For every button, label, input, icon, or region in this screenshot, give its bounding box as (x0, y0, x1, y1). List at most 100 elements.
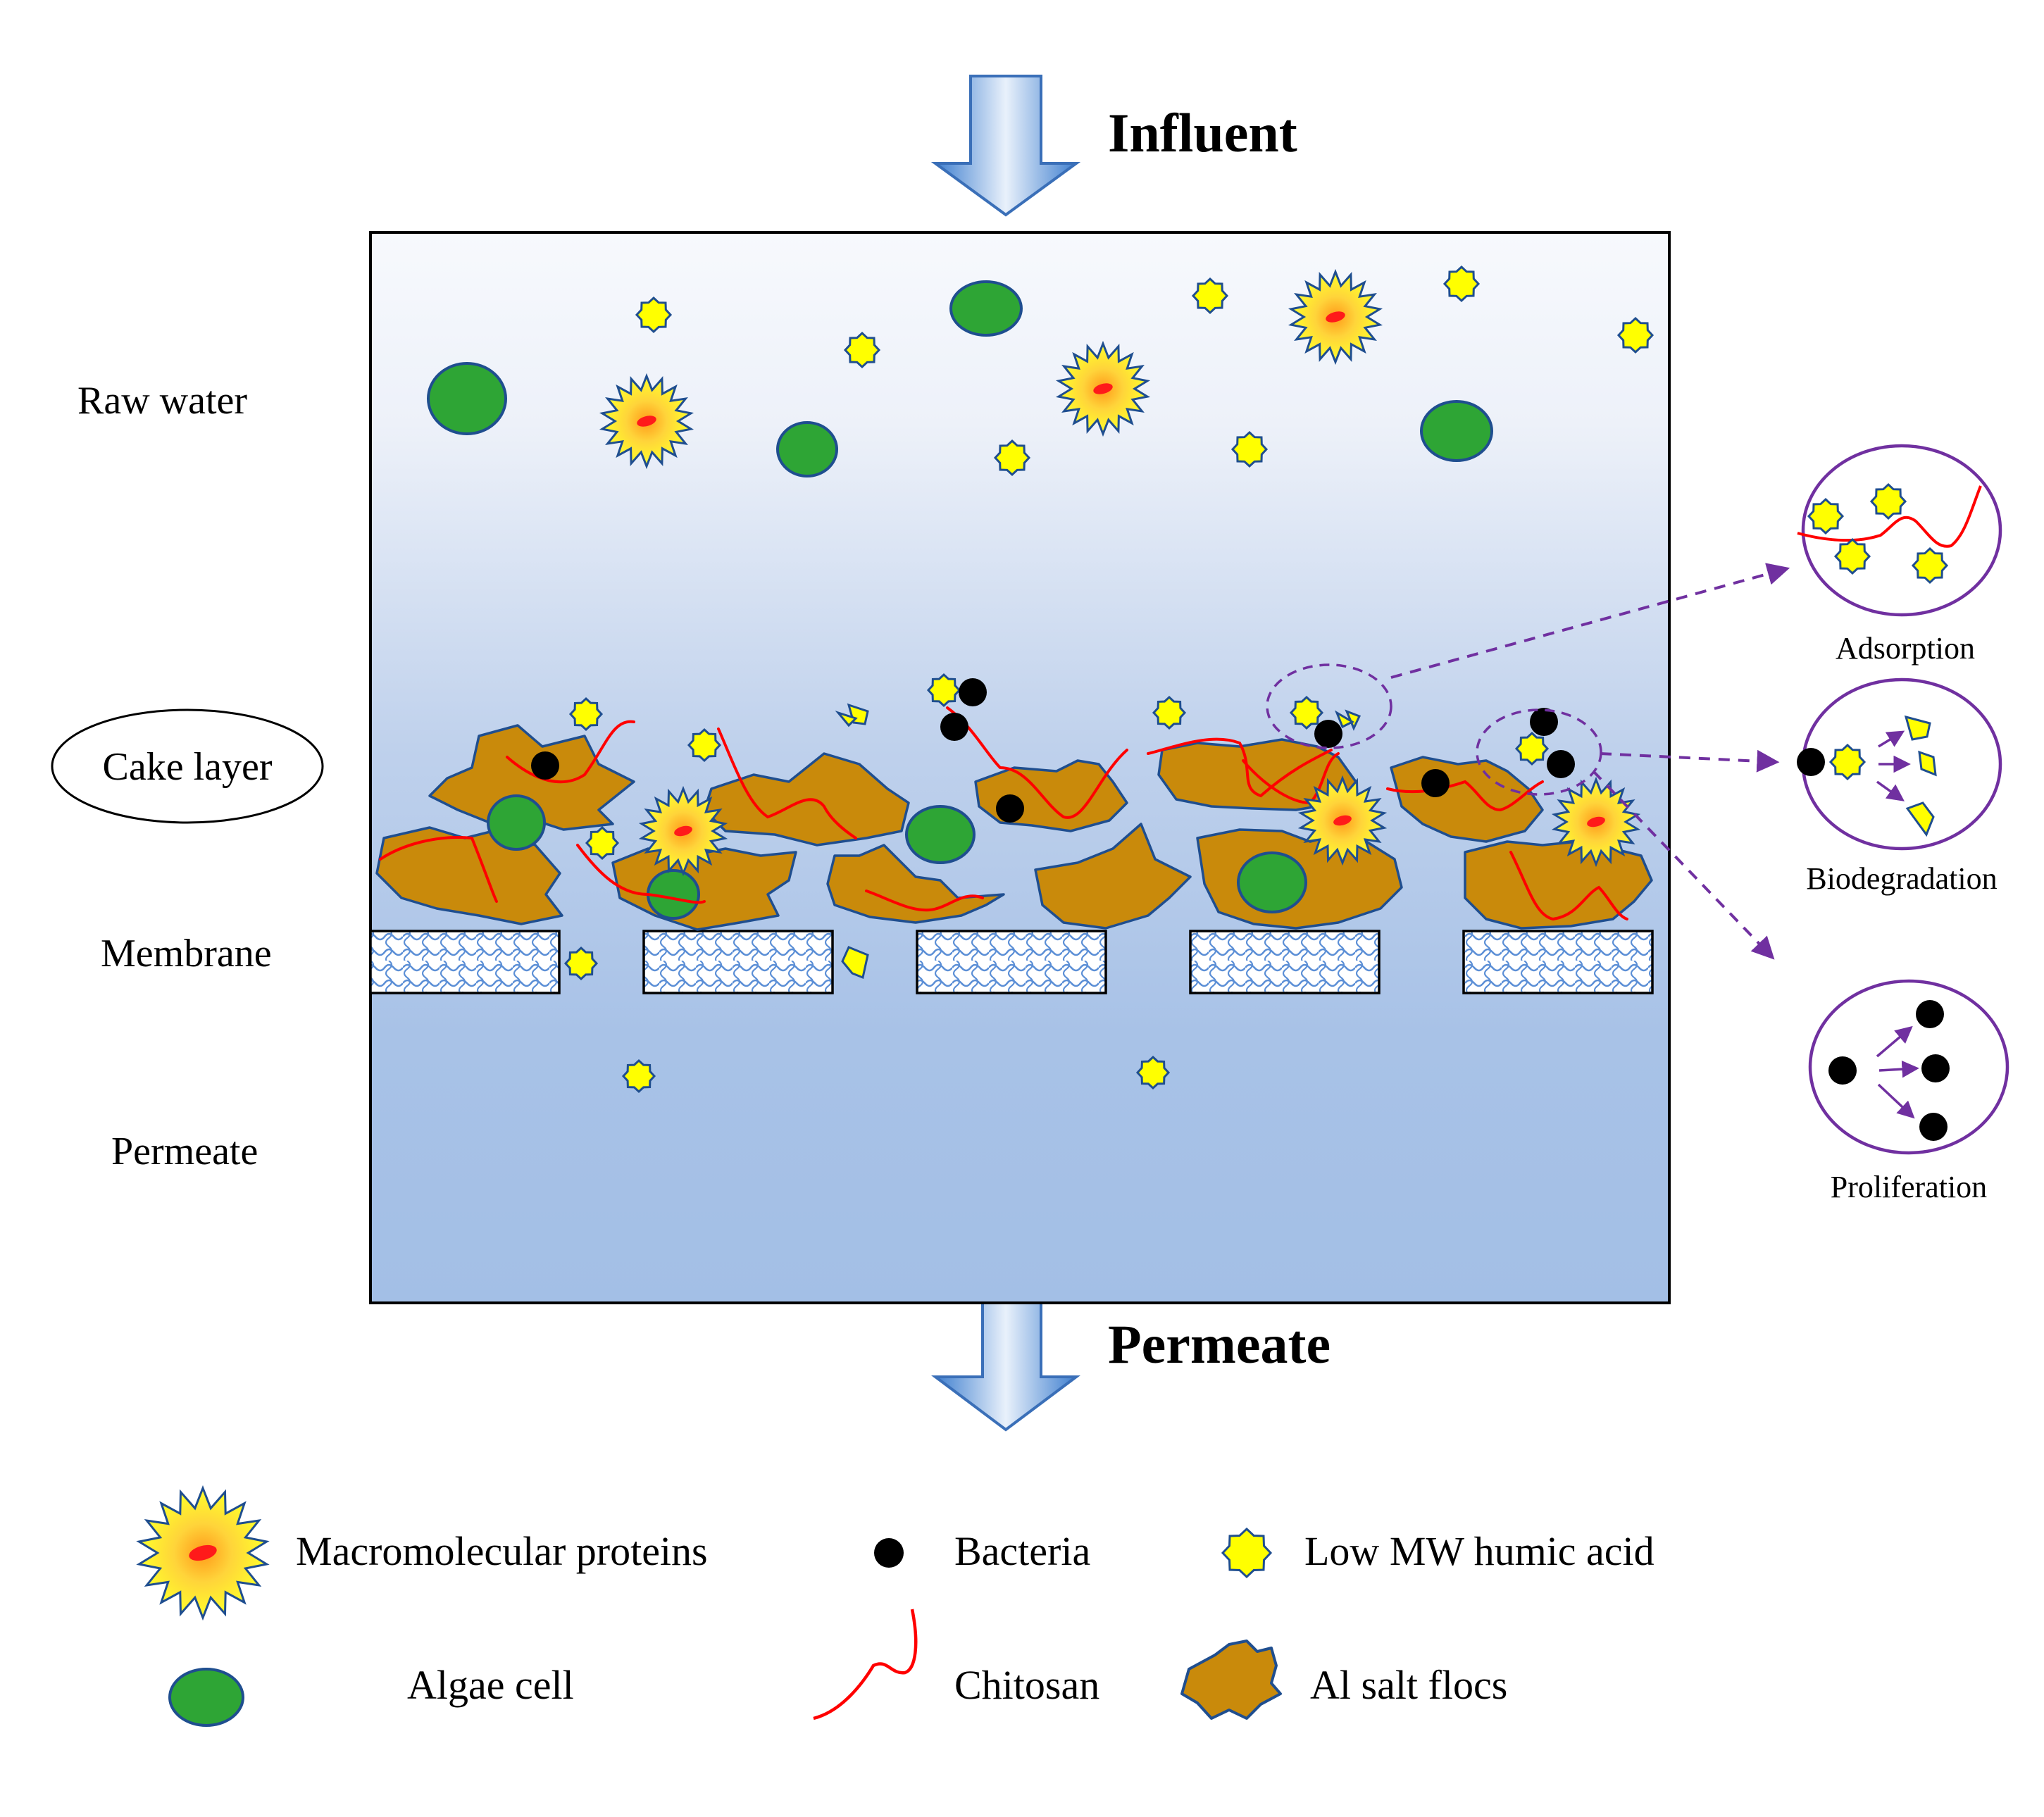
legend: Macromolecular proteins Bacteria Low MW … (136, 1485, 1654, 1727)
humic-acid-particle (563, 946, 599, 981)
algae-cell (1237, 851, 1307, 913)
legend-chitosan: Chitosan (954, 1662, 1099, 1708)
humic-fragment (1334, 710, 1355, 729)
adsorption-highlight (1266, 663, 1392, 749)
bacterium (1314, 720, 1342, 748)
legend-bacteria-icon (874, 1538, 904, 1568)
humic-acid-particle (568, 697, 604, 732)
macromolecular-protein (599, 373, 694, 470)
proliferation-arrow (1878, 1060, 1919, 1078)
macromolecular-proteins (599, 268, 1641, 877)
adsorption-leader (1390, 563, 1790, 679)
adsorption-circle (1801, 444, 2002, 617)
mechanism-leader-arrows (1390, 563, 1790, 960)
humic-fragment (835, 711, 858, 728)
humic-acid-particle (1833, 537, 1871, 575)
macromolecular-protein (1055, 340, 1151, 437)
membrane-segment (916, 930, 1107, 994)
biodegradation-label: Biodegradation (1806, 861, 1997, 896)
chitosan-strand (865, 889, 984, 912)
membrane-segment (1462, 930, 1654, 994)
humic-acid-particle (1230, 430, 1269, 468)
chitosan-strands (379, 706, 1628, 921)
cake-layer-label: Cake layer (103, 745, 273, 789)
permeate-zone-label: Permeate (111, 1130, 258, 1173)
humic-fragment (1904, 715, 1931, 741)
macromolecular-protein (1551, 776, 1641, 868)
algae-cells (427, 280, 1493, 920)
membrane-label: Membrane (101, 932, 272, 975)
legend-bacteria: Bacteria (954, 1528, 1090, 1574)
bacterium (531, 751, 559, 780)
influent-label: Influent (1108, 102, 1297, 163)
humic-acid-particle (1191, 277, 1229, 315)
low-mw-humic-acid-particles (563, 265, 1654, 1094)
degraded-fragments (835, 703, 1361, 980)
proliferation-panel (1808, 979, 2009, 1155)
cake-layer-ellipse (51, 708, 324, 824)
legend-algae-cell: Algae cell (407, 1662, 574, 1708)
humic-fragment (841, 946, 869, 980)
legend-floc-icon (1180, 1640, 1282, 1720)
chitosan-strand (576, 844, 706, 904)
bacterium (959, 678, 987, 706)
raw-water-label: Raw water (77, 379, 247, 423)
algae-cell (1420, 400, 1493, 462)
bacterium (1916, 1000, 1944, 1028)
algae-cell (427, 362, 507, 435)
bacterium (1921, 1054, 1950, 1082)
macromolecular-protein (1288, 268, 1383, 366)
bacterium (940, 713, 968, 741)
humic-acid-particle (1289, 695, 1324, 730)
humic-acid-particle (843, 331, 881, 369)
bacterium (1797, 748, 1825, 776)
degradation-arrow (1878, 730, 1905, 748)
bacterium (1919, 1113, 1948, 1141)
humic-acid-particle (1869, 482, 1907, 520)
chitosan-strand (1509, 851, 1628, 921)
legend-algae-icon (168, 1668, 244, 1727)
legend-protein-icon (136, 1485, 270, 1621)
humic-acid-particle (1807, 497, 1845, 535)
humic-acid-particle (1828, 743, 1867, 781)
biodegradation-leader (1600, 749, 1780, 773)
legend-humic-icon (1221, 1527, 1273, 1579)
humic-acid-particle (585, 825, 620, 861)
adsorption-label: Adsorption (1836, 631, 1975, 666)
al-salt-floc (428, 724, 635, 831)
humic-acid-particle (635, 296, 673, 334)
humic-fragment (1905, 801, 1935, 837)
legend-al-salt-flocs: Al salt flocs (1310, 1662, 1507, 1708)
bacterium (1547, 750, 1575, 778)
humic-acid-particle (993, 439, 1031, 477)
bacterium (1421, 769, 1450, 797)
permeate-flow-label: Permeate (1108, 1313, 1331, 1375)
membrane-segment (642, 930, 834, 994)
algae-cell (905, 805, 976, 864)
humic-acid-particle (1135, 1055, 1171, 1090)
macromolecular-protein (638, 785, 728, 877)
biodegradation-highlight (1476, 708, 1602, 796)
chitosan-strand (379, 836, 498, 903)
legend-low-mw-humic-acid: Low MW humic acid (1304, 1528, 1654, 1574)
chitosan-strand (717, 728, 857, 839)
humic-acid-particle (1616, 316, 1654, 354)
legend-macromolecular-proteins: Macromolecular proteins (296, 1528, 708, 1574)
humic-acid-particle (1911, 547, 1949, 585)
macromolecular-protein (136, 1485, 270, 1621)
permeate-arrow (931, 1289, 1080, 1432)
membrane-segment (369, 930, 561, 994)
membrane (369, 930, 1654, 994)
bacterium (1828, 1056, 1857, 1085)
humic-acid-particle (1442, 265, 1481, 303)
influent-arrow (930, 75, 1081, 217)
membrane-segment (1189, 930, 1381, 994)
bacteria-group (531, 678, 1575, 823)
humic-acid-particle (1221, 1527, 1273, 1579)
humic-acid-particle (1152, 695, 1187, 730)
chitosan-strand (506, 720, 635, 784)
al-salt-floc (1034, 823, 1192, 930)
algae-cell (487, 794, 546, 851)
proliferation-leader (1592, 770, 1775, 960)
